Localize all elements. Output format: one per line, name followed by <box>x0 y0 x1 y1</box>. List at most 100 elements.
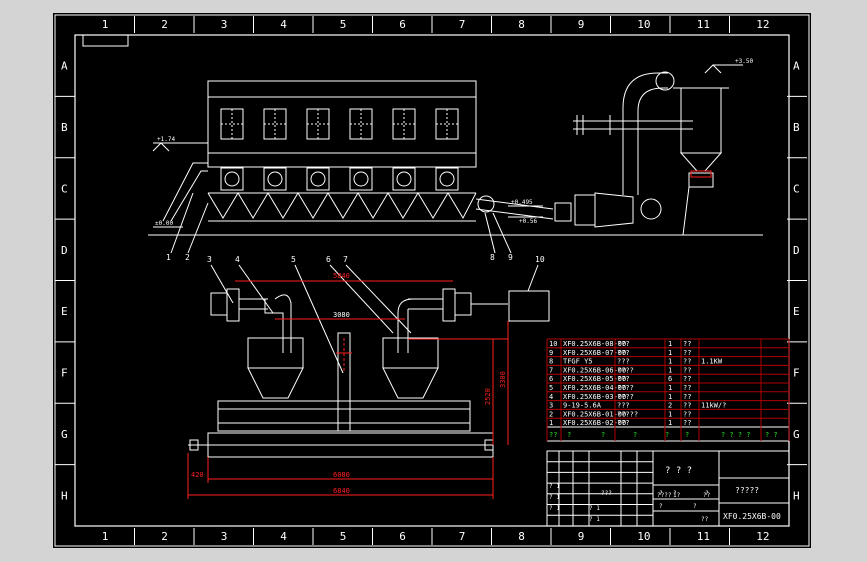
callout-5: 5 <box>291 255 296 264</box>
column-number: 1 <box>102 530 109 543</box>
table-cell: 1 <box>668 340 672 348</box>
column-number: 5 <box>340 530 347 543</box>
dryer-housing <box>207 80 477 168</box>
leader-line <box>170 192 194 254</box>
table-cell: ?? <box>683 384 691 392</box>
cyclone-left-cone <box>247 367 304 399</box>
title-cell: ? 1 <box>549 494 560 501</box>
leader-line <box>187 202 209 254</box>
column-number: 12 <box>756 530 769 543</box>
leader-line <box>329 264 394 334</box>
table-cell: TFGF Y5 <box>563 358 593 366</box>
dim-vert-outer: 3300 <box>499 371 507 388</box>
title-cell: ? 1 <box>549 483 560 490</box>
fan-box <box>306 167 330 191</box>
table-cell: 1 <box>668 393 672 401</box>
corner-box <box>82 35 129 47</box>
leader-line <box>210 264 234 304</box>
table-cell: ??? <box>617 349 630 357</box>
row-letter: F <box>61 367 68 380</box>
drawing-title: ? ? ? <box>665 466 692 476</box>
table-header-cell: ? <box>633 431 637 439</box>
column-number: 1 <box>102 18 109 31</box>
callout-7: 7 <box>343 255 348 264</box>
fan-box <box>220 167 244 191</box>
fan-motor-left <box>210 292 228 316</box>
table-cell: 1 <box>668 410 672 418</box>
elevation-view <box>148 64 763 254</box>
duct-right <box>397 298 414 353</box>
table-cell: 1.1KW <box>701 358 723 366</box>
row-letter: D <box>61 244 68 257</box>
row-letter: B <box>793 121 800 134</box>
table-cell: 4 <box>549 393 553 401</box>
column-number: 3 <box>221 530 228 543</box>
small-fan <box>554 202 572 222</box>
feed-chute <box>170 170 208 222</box>
table-cell: ???? <box>617 384 634 392</box>
fan-right <box>442 288 456 322</box>
table-cell: XF0.25X6B-01-00 <box>563 410 626 418</box>
table-cell: ?? <box>683 410 691 418</box>
outlet-pipe <box>475 198 554 210</box>
table-cell: XF0.25X6B-03-00 <box>563 393 626 401</box>
column-number: 11 <box>697 530 710 543</box>
title-cell: ? <box>705 490 709 497</box>
table-cell: ??? <box>617 402 630 410</box>
level-ground: ±0.00 <box>155 220 173 227</box>
table-cell: 9 <box>549 349 553 357</box>
row-letter: G <box>61 428 68 441</box>
leader-line <box>492 212 512 254</box>
table-cell: ?? <box>683 375 691 383</box>
vertical-duct <box>637 87 668 195</box>
title-cell: ? <box>673 490 677 497</box>
unit-10-box <box>508 290 550 322</box>
title-cell: ? <box>693 503 697 510</box>
outlet-motor <box>477 195 495 213</box>
title-cell: ? <box>659 503 663 510</box>
row-letter: H <box>61 489 68 502</box>
table-cell: ?? <box>683 340 691 348</box>
column-number: 8 <box>518 530 525 543</box>
column-number: 4 <box>280 18 287 31</box>
table-cell: ?? <box>683 358 691 366</box>
level-low: +0.56 <box>519 218 537 225</box>
dim-bottom-total: 6840 <box>333 487 350 495</box>
row-letter: C <box>793 182 800 195</box>
table-cell: XF0.25X6B-07-00 <box>563 349 626 357</box>
table-cell: 10 <box>549 340 557 348</box>
table-cell: 6 <box>549 375 553 383</box>
fan-motor-right <box>454 292 472 316</box>
fan-icon <box>310 171 326 187</box>
dim-bottom-left: 420 <box>191 471 204 479</box>
column-number: 12 <box>756 18 769 31</box>
cyclone-left <box>247 337 304 369</box>
fan-row <box>220 167 459 191</box>
column-number: 6 <box>399 18 406 31</box>
housing-windows <box>220 108 459 140</box>
fan-icon <box>224 171 240 187</box>
feed-chute <box>162 162 208 222</box>
level-mid: +0.495 <box>511 199 533 206</box>
fan-icon <box>353 171 369 187</box>
table-cell: ??? <box>617 358 630 366</box>
table-header-cell: ? ? <box>765 431 778 439</box>
title-cell: ? 1 <box>589 516 600 523</box>
table-cell: 1 <box>668 366 672 374</box>
row-letter: C <box>61 182 68 195</box>
column-number: 2 <box>161 18 168 31</box>
column-number: 11 <box>697 18 710 31</box>
row-letter: E <box>793 305 800 318</box>
callout-2: 2 <box>185 253 190 262</box>
callout-6: 6 <box>326 255 331 264</box>
duct-elbow <box>655 71 675 91</box>
callout-8: 8 <box>490 253 495 262</box>
center-column <box>337 332 351 432</box>
table-cell: ??? <box>617 419 630 427</box>
dim-bottom-inner: 6080 <box>333 471 350 479</box>
table-cell: ?? <box>683 419 691 427</box>
